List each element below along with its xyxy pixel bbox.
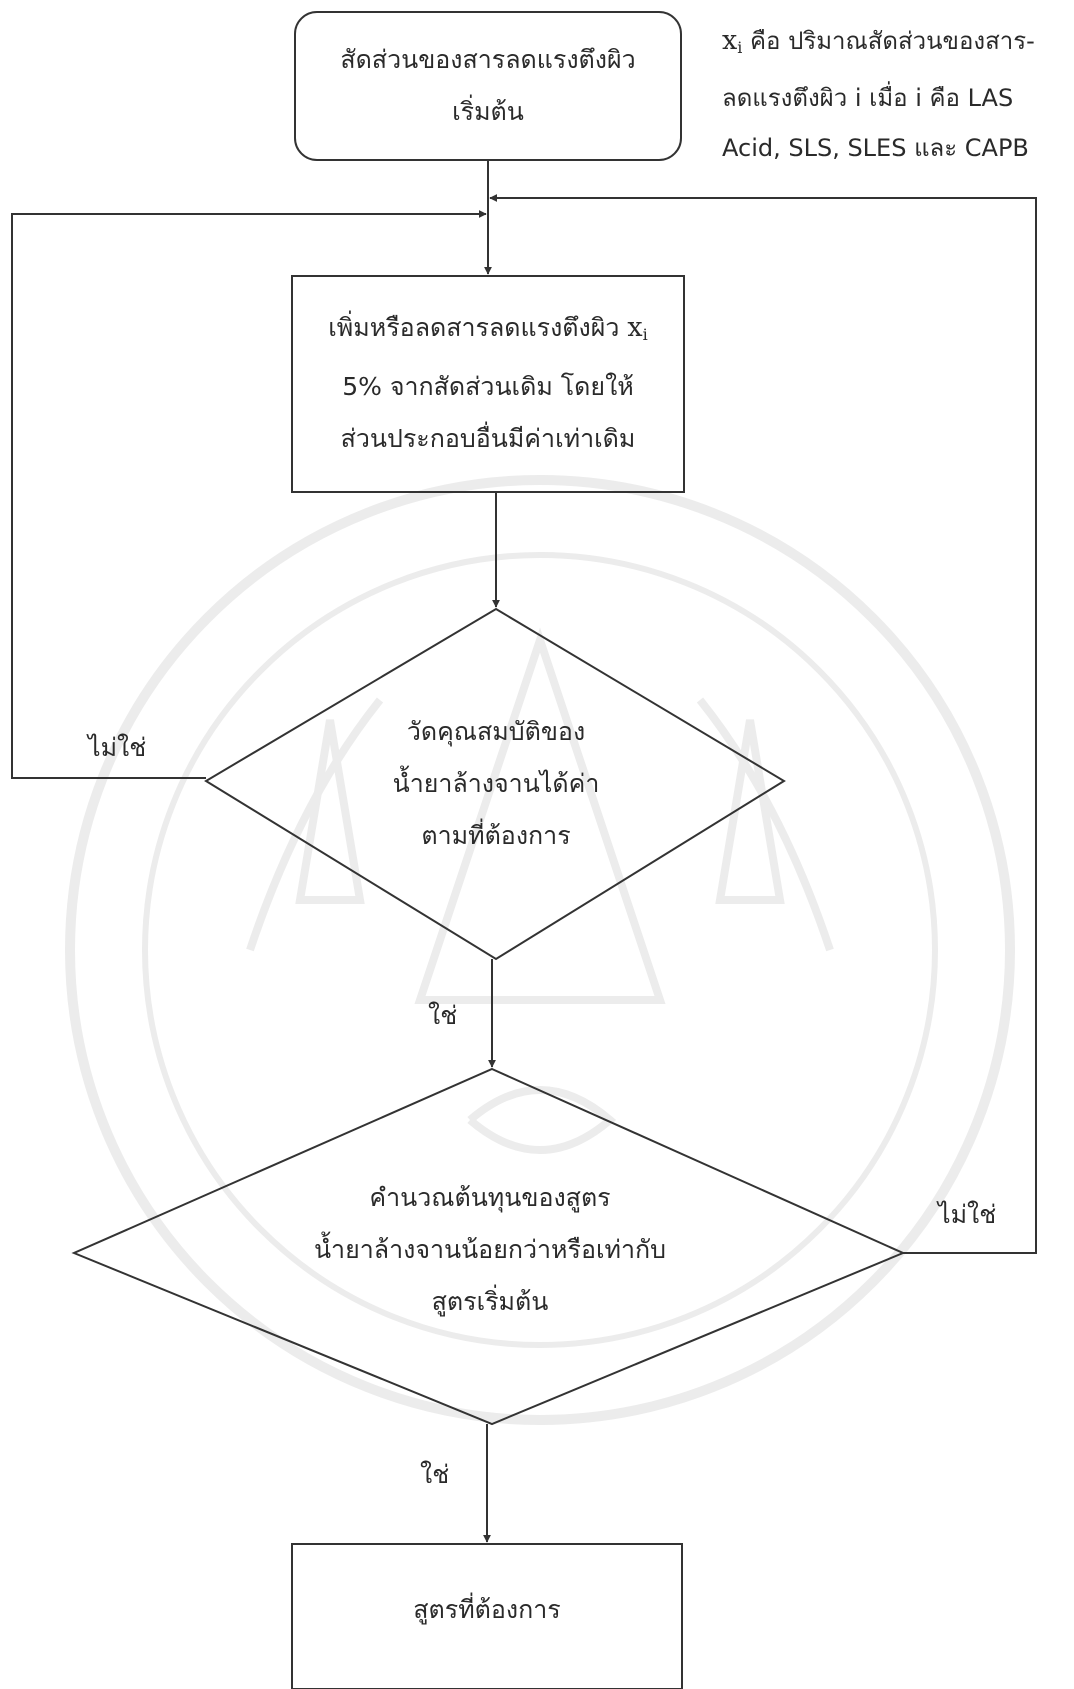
decision2-no-label: ไม่ใช่ [938, 1200, 997, 1229]
variable-xi: xi [627, 311, 648, 344]
adjust-node-label: เพิ่มหรือลดสารลดแรงตึงผิว xi 5% จากสัดส่… [328, 311, 648, 453]
edge-decision2-no [489, 194, 1037, 1254]
adjust-node-shape [291, 275, 685, 493]
adjust-line1-text: เพิ่มหรือลดสารลดแรงตึงผิว [328, 312, 620, 342]
decision1-yes-label: ใช่ [428, 1001, 458, 1030]
note-variable-xi: xi [722, 25, 743, 57]
note-line2: ลดแรงตึงผิว i เมื่อ i คือ LAS [722, 84, 1014, 112]
decision1-no-label: ไม่ใช่ [88, 733, 147, 762]
decision2-label: คำนวณต้นทุนของสูตร น้ำยาล้างจานน้อยกว่าห… [313, 1183, 667, 1316]
end-node-label: สูตรที่ต้องการ [413, 1595, 561, 1624]
decision1-shape [204, 607, 786, 961]
end-node-shape [291, 1543, 683, 1689]
variable-note: xi คือ ปริมาณสัดส่วนของสาร- ลดแรงตึงผิว … [722, 16, 1072, 173]
edge-decision1-no [11, 210, 487, 779]
decision2-yes-label: ใช่ [420, 1460, 450, 1489]
note-line1: คือ ปริมาณสัดส่วนของสาร- [750, 27, 1035, 55]
note-line3: Acid, SLS, SLES และ CAPB [722, 134, 1029, 162]
decision1-label: วัดคุณสมบัติของ น้ำยาล้างจานได้ค่า ตามที… [392, 717, 600, 850]
start-node-label: สัดส่วนของสารลดแรงตึงผิว เริ่มต้น [340, 45, 636, 126]
decision2-shape [71, 1067, 906, 1426]
